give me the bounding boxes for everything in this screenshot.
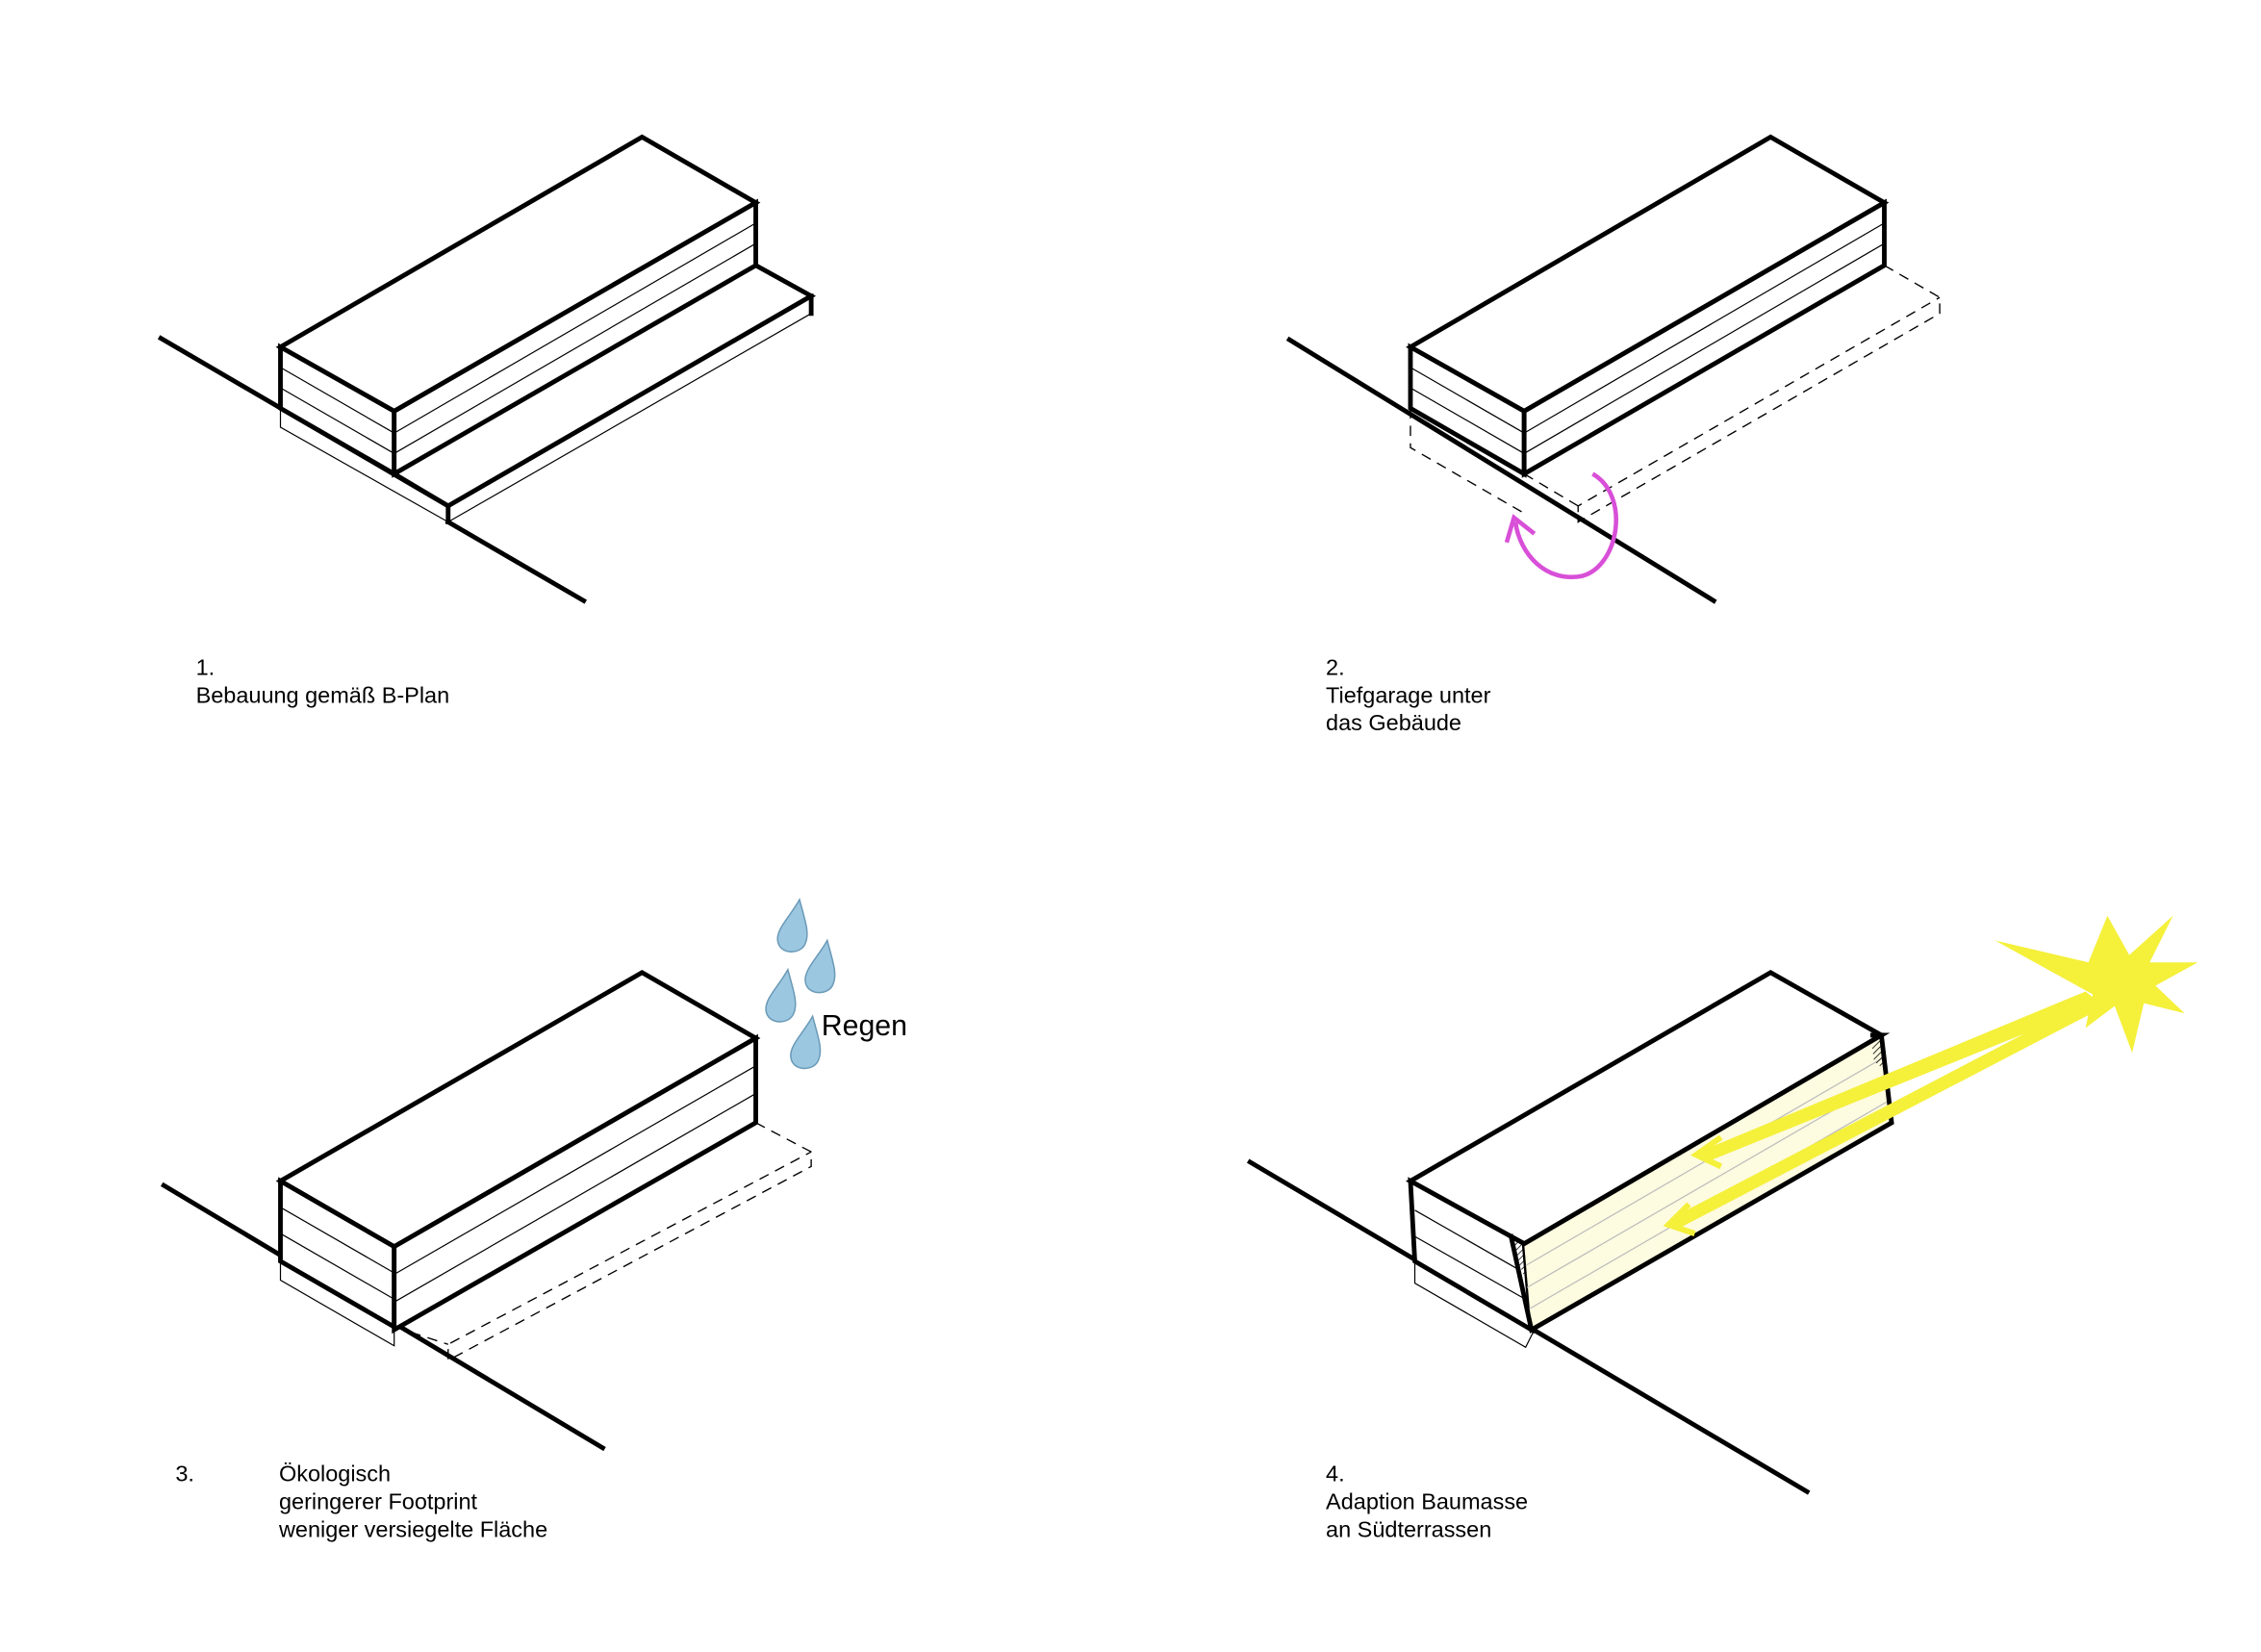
panel-2-underground-garage: 2. Tiefgarage unter das Gebäude	[1285, 134, 1941, 735]
panel-3-ecological-footprint: Regen 3. Ökologisch geringerer Footprint…	[160, 898, 907, 1541]
garage-outline-dashed	[1410, 265, 1941, 523]
rain-label: Regen	[822, 1010, 907, 1042]
basement-outline	[1413, 1260, 1536, 1349]
terrace-step	[391, 262, 817, 524]
building-block	[275, 970, 761, 1334]
sun-icon	[1663, 915, 2198, 1236]
panel-caption: an Südterrassen	[1326, 1516, 1491, 1541]
building-block	[1406, 970, 1894, 1334]
panel-caption: geringerer Footprint	[279, 1488, 478, 1513]
ground-line	[1285, 336, 1717, 604]
rotation-arrow-icon	[1504, 471, 1618, 580]
ground-line	[445, 519, 588, 604]
panel-number: 3.	[175, 1461, 194, 1487]
building-block	[1406, 134, 1890, 478]
panel-number: 2.	[1326, 655, 1345, 680]
panel-1-bplan-massing: 1. Bebauung gemäß B-Plan	[157, 134, 817, 707]
panel-caption: das Gebäude	[1326, 710, 1461, 735]
panel-caption: weniger versiegelte Fläche	[278, 1516, 547, 1541]
panel-4-south-terraces: 4. Adaption Baumasse an Südterrassen	[1246, 915, 2198, 1541]
panel-caption: Ökologisch	[279, 1461, 391, 1487]
raindrop-icon	[765, 898, 836, 1070]
basement-outline	[279, 405, 449, 523]
footprint-outline-dashed	[394, 1122, 812, 1362]
panel-caption: Bebauung gemäß B-Plan	[196, 682, 450, 707]
panel-caption: Tiefgarage unter	[1326, 682, 1491, 707]
panel-number: 1.	[196, 655, 216, 680]
building-block	[275, 134, 761, 478]
panel-number: 4.	[1326, 1461, 1345, 1487]
basement-outline	[279, 1260, 395, 1347]
panel-caption: Adaption Baumasse	[1326, 1488, 1528, 1513]
